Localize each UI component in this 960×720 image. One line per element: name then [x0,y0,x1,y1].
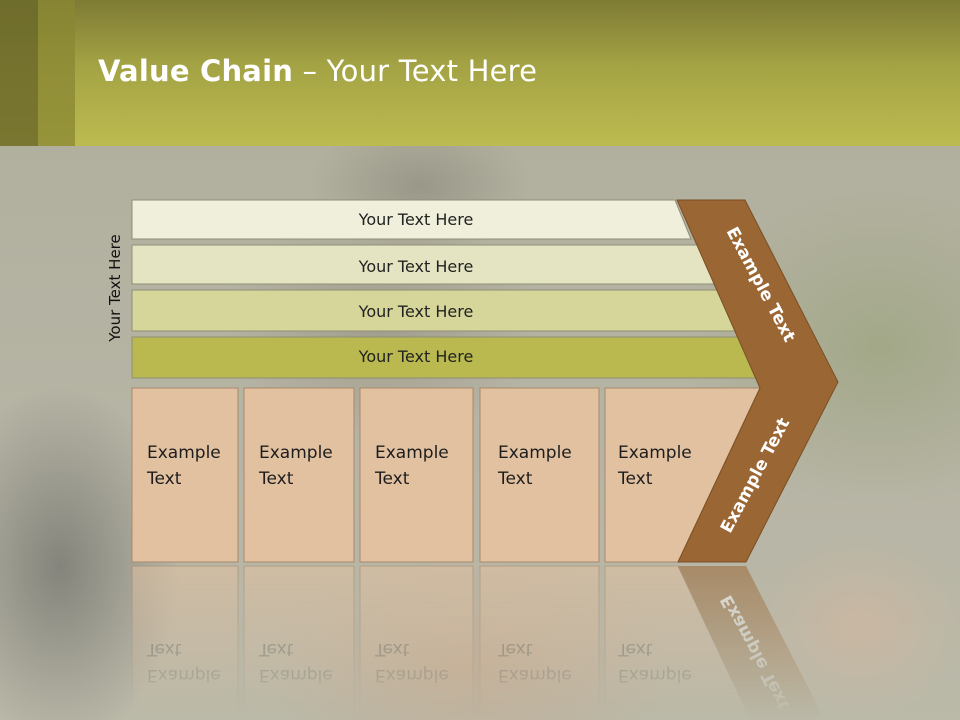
title-rest: – Your Text Here [293,54,538,88]
support-bar-label: Your Text Here [358,302,474,321]
reflection-label: ExampleText [374,639,449,685]
reflection-box [479,565,600,720]
margin-chevron-shape [676,199,839,563]
support-bar-label: Your Text Here [358,347,474,366]
primary-box-2 [243,387,355,563]
primary-box-3 [359,387,474,563]
margin-chevron: Example Text Example Text [676,199,839,563]
header-stripe [38,0,75,146]
reflection-label: ExampleText [146,639,221,685]
primary-box-1 [131,387,239,563]
header-stripe [0,0,38,146]
reflection-label: ExampleText [497,639,572,685]
reflection-box [131,565,239,720]
support-bar-1 [131,199,692,240]
diagram-reflection: ExampleText ExampleText ExampleText Exam… [131,565,825,720]
reflection-box [243,565,355,720]
header-band [0,0,960,146]
support-bars: Your Text Here Your Text Here Your Text … [131,199,763,379]
reflection-label: ExampleText [617,639,692,685]
support-bar-label: Your Text Here [358,210,474,229]
reflection-label: ExampleText [258,639,333,685]
reflection-box [359,565,474,720]
title-bold: Value Chain [98,54,294,88]
slide-title: Value Chain – Your Text Here [98,54,537,88]
support-bar-label: Your Text Here [358,257,474,276]
primary-box-4 [479,387,600,563]
reflection-chevron [678,566,825,720]
